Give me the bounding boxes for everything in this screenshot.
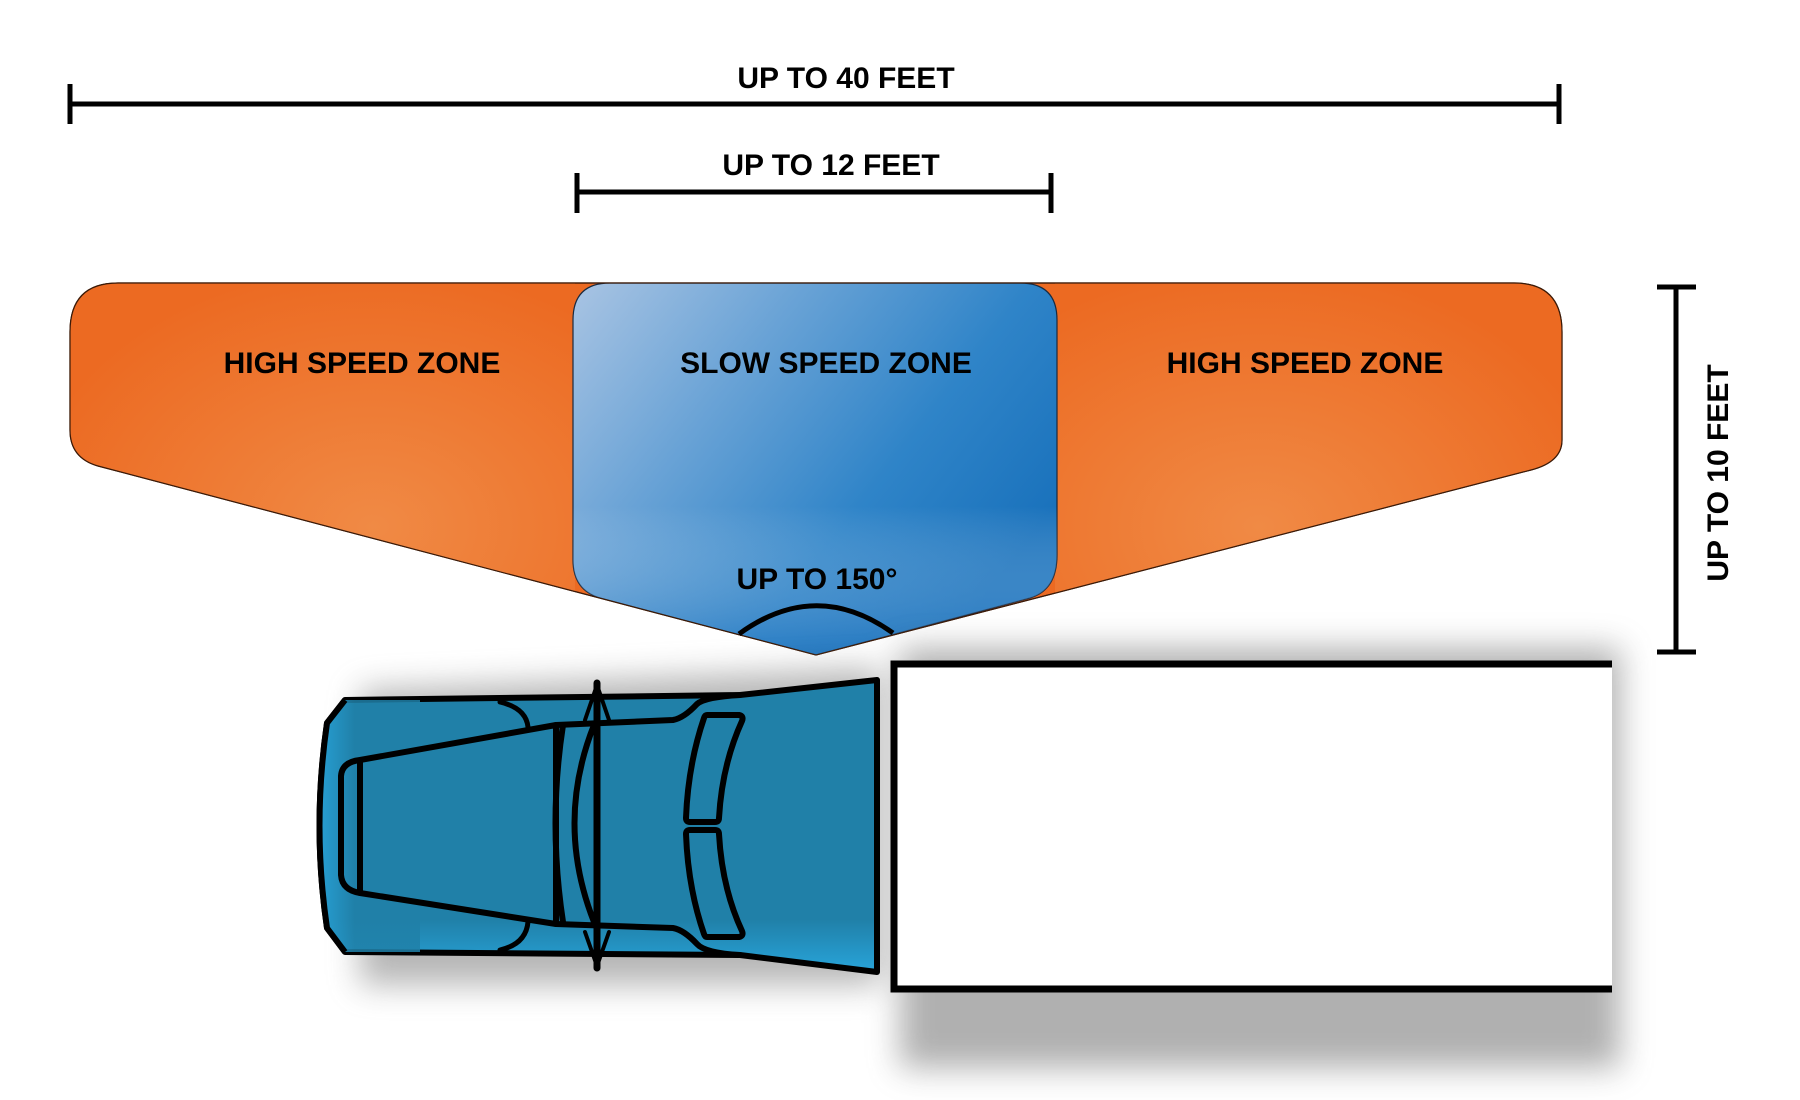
dimension-slow-zone-width: UP TO 12 FEET bbox=[574, 149, 1054, 213]
zone-label-right: HIGH SPEED ZONE bbox=[1167, 347, 1444, 380]
angle-arc-icon bbox=[737, 603, 895, 637]
coverage-zones: HIGH SPEED ZONE SLOW SPEED ZONE HIGH SPE… bbox=[69, 282, 1563, 656]
windshield-outer bbox=[552, 722, 566, 925]
truck-cargo-box bbox=[890, 660, 1612, 993]
front-fender-top bbox=[497, 699, 531, 730]
windshield-inner bbox=[571, 722, 597, 925]
roof-line-bottom bbox=[553, 921, 743, 958]
dimension-depth: UP TO 10 FEET bbox=[1657, 284, 1735, 655]
slow-zone-width-label: UP TO 12 FEET bbox=[722, 149, 939, 182]
mirror-assembly bbox=[583, 679, 611, 972]
roof-line-top bbox=[553, 692, 743, 728]
dimension-overall-width: UP TO 40 FEET bbox=[67, 62, 1562, 124]
high-speed-zone-left bbox=[70, 283, 575, 655]
high-speed-zone-right bbox=[1055, 283, 1562, 655]
rear-window-top bbox=[683, 712, 746, 825]
rear-window-bottom bbox=[683, 827, 746, 940]
truck-cab bbox=[316, 677, 880, 975]
depth-label: UP TO 10 FEET bbox=[1702, 364, 1735, 581]
angle-label: UP TO 150° bbox=[737, 563, 898, 596]
overall-width-label: UP TO 40 FEET bbox=[737, 62, 954, 95]
zone-label-center: SLOW SPEED ZONE bbox=[680, 347, 972, 380]
zone-label-left: HIGH SPEED ZONE bbox=[224, 347, 501, 380]
front-fender-bottom bbox=[497, 919, 531, 953]
